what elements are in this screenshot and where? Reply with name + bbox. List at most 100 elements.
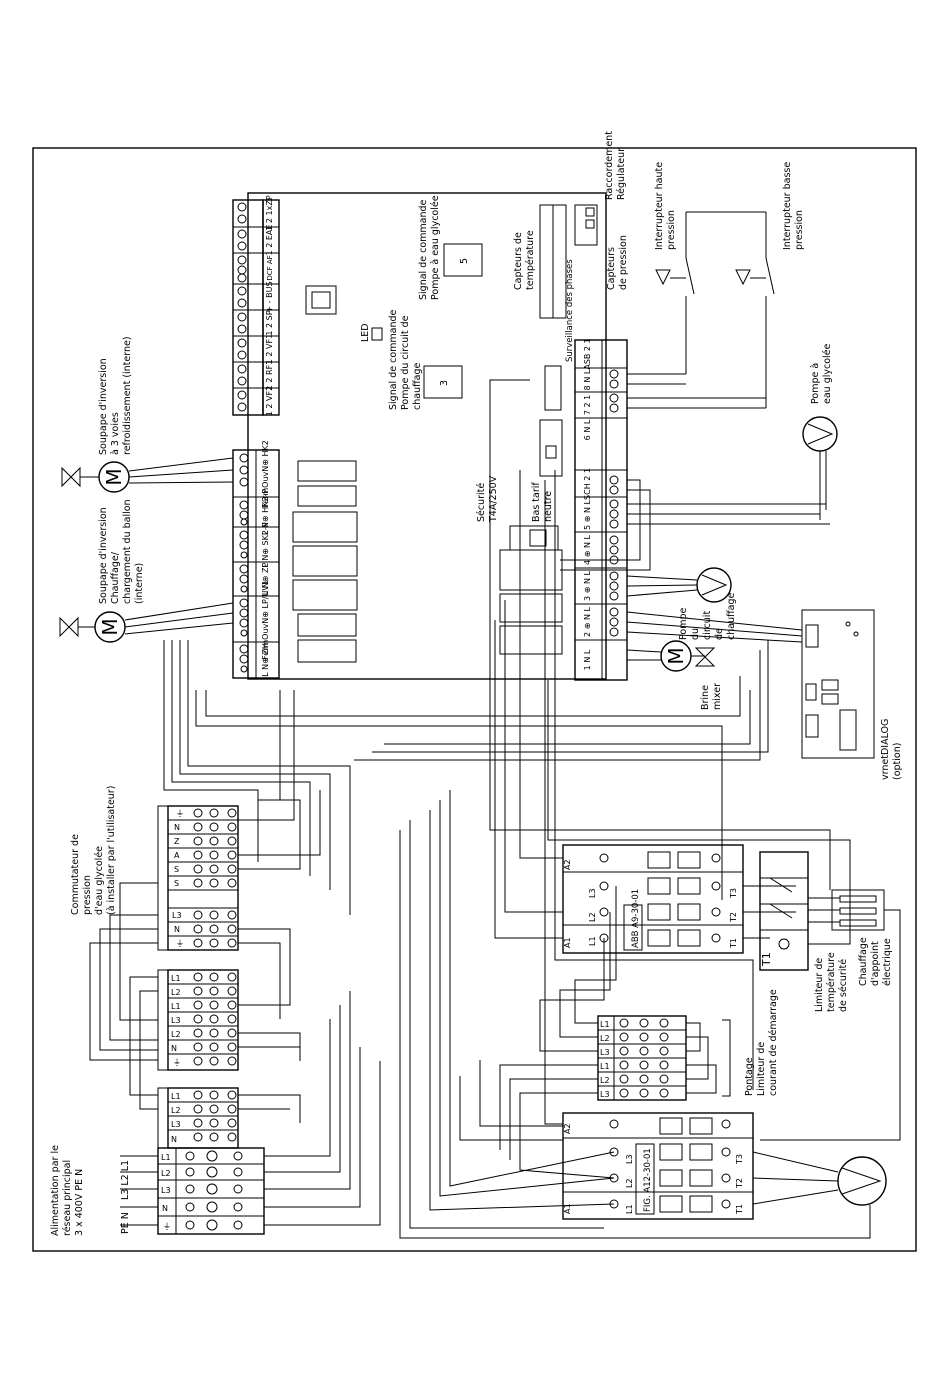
svg-text:T3: T3: [729, 888, 738, 899]
label-vrnetdialog-2: (option): [892, 743, 903, 780]
label-valve-heating-4: (interne): [134, 563, 145, 604]
svg-text:A1: A1: [563, 1203, 572, 1214]
term-4: 4 ⊕ N L: [583, 535, 592, 565]
svg-text:N: N: [171, 1135, 177, 1144]
label-safety-limiter-3: de sécurité: [838, 959, 849, 1012]
term-1: 1 N L: [583, 649, 592, 670]
label-pressure-switch-2: pression: [82, 875, 93, 915]
compressor-motor: [752, 1151, 887, 1206]
label-bridge-2: Limiteur de: [756, 1042, 767, 1096]
label-valve-cooling-1: Soupape d'inversion: [98, 358, 109, 455]
term-sch: SCH 2 1: [583, 468, 592, 500]
label-temp-sensors-1: Capteurs de: [513, 232, 524, 290]
user-terminal-block: ⏚ N Z A S S L3 N ⏚: [157, 805, 239, 951]
label-pressure-switch-3: d'eau glycolée: [94, 846, 105, 915]
term-dcf: DCF AF: [266, 255, 274, 280]
label-phase-monitoring: Surveillance des phases: [565, 259, 575, 362]
label-backup-heater-2: d'appoint: [870, 941, 881, 986]
svg-text:Z: Z: [174, 837, 180, 846]
term-7: 7 2 1: [583, 395, 592, 415]
label-temp-sensors-2: température: [525, 230, 536, 290]
label-low-pressure-2: pression: [794, 210, 805, 250]
label-backup-heater-1: Chauffage: [858, 937, 869, 986]
svg-text:N: N: [171, 1044, 177, 1053]
label-pump-heating-signal-2: Pompe du circuit de: [400, 315, 411, 410]
vrnetdialog-box: [626, 609, 875, 759]
term-eae: 1 2 EAE: [265, 225, 274, 256]
svg-text:T2: T2: [735, 1178, 744, 1189]
label-heating-pump-3: circuit: [702, 611, 713, 640]
label-low-pressure-1: Interrupteur basse: [782, 162, 793, 250]
label-connection-1: Raccordement: [604, 131, 615, 200]
label-pressure-sensors-1: Capteurs: [606, 247, 617, 290]
term-6: 6 N L: [583, 419, 592, 440]
pump-brine-box-number: 5: [459, 258, 470, 264]
backup-heater: [808, 889, 885, 931]
term-asb: ASB 2 1: [583, 338, 592, 369]
power-terminal-block-upper: L1 L2 L1 L3 L2 N ⏚: [157, 969, 239, 1071]
label-low-tariff-1: Bas tarif: [531, 482, 542, 522]
svg-text:T1: T1: [729, 938, 738, 949]
control-board: [247, 192, 607, 680]
svg-text:L3: L3: [625, 1154, 634, 1164]
svg-text:L1: L1: [171, 974, 181, 983]
valve-heating: M: [59, 602, 234, 643]
svg-text:L1: L1: [161, 1153, 171, 1162]
label-connection-2: Régulateur: [616, 148, 627, 200]
label-pump-heating-signal-1: Signal de commande: [388, 309, 399, 410]
svg-text:L2: L2: [588, 912, 597, 922]
svg-text:L2: L2: [625, 1178, 634, 1188]
svg-text:L3: L3: [161, 1186, 171, 1195]
top-terminal-strip: 1 2 1xZP 1 2 EAE DCF AF + - BUS 1 2 SP 1…: [232, 195, 280, 416]
label-brine-pump-1: Pompe à: [810, 363, 821, 404]
contactor-fig-model: FIG. A12-30-01: [643, 1148, 653, 1212]
t1-label: T1: [760, 952, 773, 967]
svg-text:T1: T1: [735, 1204, 744, 1215]
label-heating-pump-5: chauffage: [726, 593, 737, 640]
svg-text:L2: L2: [600, 1076, 610, 1085]
wiring-bundle: [89, 379, 901, 1239]
power-terminal-block-lower: L1 L2 L3 N: [157, 1087, 239, 1149]
label-heating-pump-2: du: [690, 628, 701, 640]
svg-text:L2: L2: [161, 1169, 171, 1178]
label-bridge-1: Pontage: [744, 1057, 755, 1096]
bottom-terminal-strip: ASB 2 1 8 N L 7 2 1 6 N L SCH 2 1 5 ⊕ N …: [574, 338, 628, 681]
svg-text:A2: A2: [563, 1123, 572, 1134]
label-pressure-switch-1: Commutateur de: [70, 834, 81, 915]
label-high-pressure-2: pression: [666, 210, 677, 250]
svg-text:L1: L1: [625, 1204, 634, 1214]
label-valve-heating-2: Chauffage/: [110, 551, 121, 604]
svg-text:⏚: ⏚: [173, 1058, 181, 1067]
term-sp: 1 2 SP: [265, 310, 274, 335]
term-3: 3 ⊕ N L: [583, 571, 592, 601]
svg-text:A: A: [174, 851, 180, 860]
label-power-supply-1: Alimentation par le: [50, 1145, 61, 1236]
svg-text:A2: A2: [563, 859, 572, 870]
svg-text:L3: L3: [171, 1016, 181, 1025]
label-bridge-3: courant de démarrage: [768, 989, 779, 1096]
heating-pump: [626, 567, 732, 603]
term-5: 5 ⊕ N L: [583, 500, 592, 530]
svg-text:⏚: ⏚: [176, 939, 184, 948]
label-power-supply-3: 3 x 400V PE N: [74, 1169, 85, 1236]
svg-text:S: S: [174, 865, 179, 874]
label-safety-limiter-2: température: [826, 952, 837, 1012]
contactor-abb: ABB A9-30-01 A2 A1 L3 L2 L1 T3 T2 T1: [562, 844, 744, 954]
svg-text:L3: L3: [172, 911, 182, 920]
svg-text:L3: L3: [600, 1048, 610, 1057]
term-sk2p: L N⊕ SK2-P: [261, 522, 270, 568]
svg-text:⏚: ⏚: [176, 809, 184, 818]
svg-text:N: N: [162, 1204, 168, 1213]
board-left-terminals: FermOuvN⊕ HK2 L N⊕ HK2-P L N⊕ SK2-P L N⊕…: [232, 440, 280, 679]
label-valve-cooling-3: refroidissement (interne): [122, 336, 133, 455]
label-brine-pump-2: eau glycolée: [822, 343, 833, 404]
label-valve-cooling-2: à 3 voies: [110, 412, 121, 455]
svg-text:S: S: [174, 879, 179, 888]
label-vrnetdialog-1: vrnetDIALOG: [880, 719, 891, 780]
diagram-frame: [32, 147, 917, 1252]
label-pump-heating-signal-3: chauffage: [412, 363, 423, 410]
contactor-abb-model: ABB A9-30-01: [631, 889, 641, 948]
label-pe-n: PE N: [120, 1212, 131, 1234]
term-1xzp: 1 2 1xZP: [265, 195, 274, 231]
label-fuse-1: Sécurité: [476, 483, 487, 522]
